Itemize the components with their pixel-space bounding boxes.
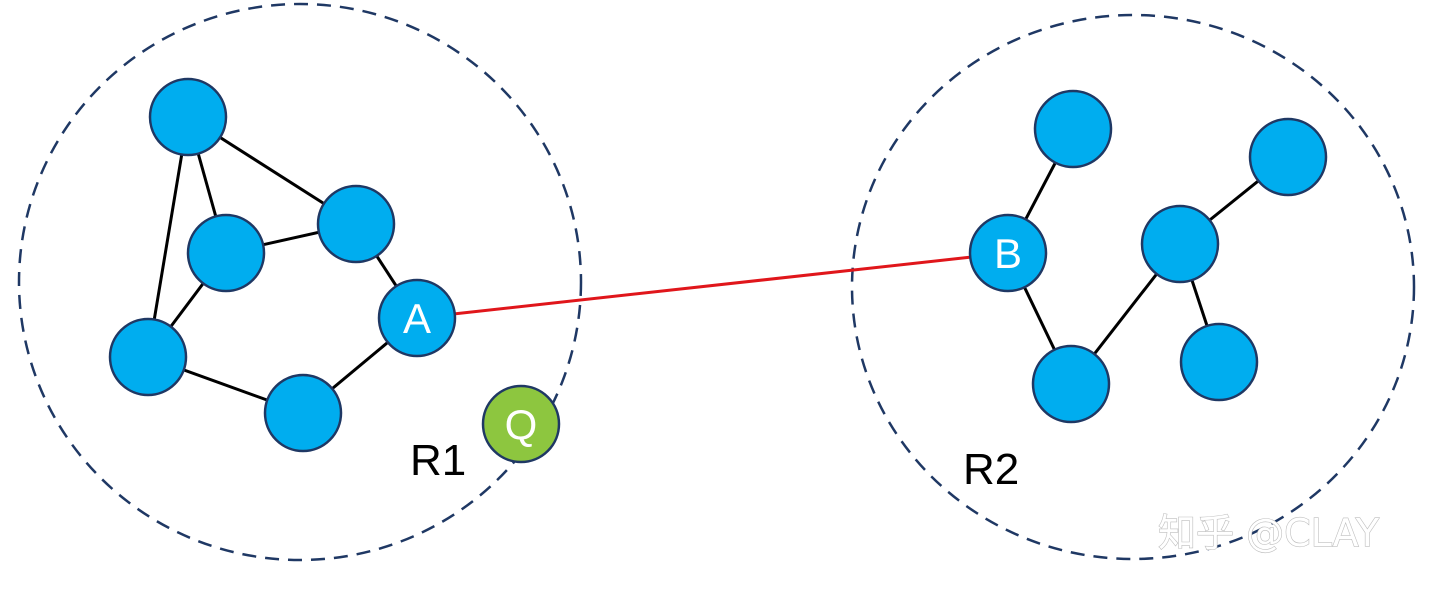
- node-n3-circle: [316, 184, 396, 264]
- node-m2: [1248, 117, 1328, 197]
- node-m4: [1140, 204, 1220, 284]
- node-q: Q: [481, 384, 561, 464]
- node-n1: [148, 77, 228, 157]
- node-m5: [1179, 322, 1259, 402]
- edges-layer: [146, 115, 1289, 415]
- node-n4-circle: [108, 317, 188, 397]
- regions-layer: [17, 2, 1416, 562]
- bridge-edge-a-b: [416, 251, 1009, 320]
- region-r2-boundary: [850, 13, 1416, 561]
- node-m5-circle: [1179, 322, 1259, 402]
- node-a-circle: [377, 278, 457, 358]
- node-n2: [186, 213, 266, 293]
- node-m3-circle: [1031, 344, 1111, 424]
- node-a: A: [377, 278, 457, 358]
- node-b: B: [968, 213, 1048, 293]
- nodes-layer: A Q B: [108, 77, 1328, 464]
- region-r1-label: R1: [410, 436, 466, 485]
- node-b-circle: [968, 213, 1048, 293]
- region-labels-layer: R1 R2: [410, 436, 1019, 494]
- watermark-text: 知乎 @CLAY: [1158, 511, 1380, 555]
- region-r1-boundary: [17, 2, 583, 562]
- edge-n1-n4: [146, 116, 190, 358]
- node-q-circle: [481, 384, 561, 464]
- node-m3: [1031, 344, 1111, 424]
- node-n2-circle: [186, 213, 266, 293]
- region-r2-label: R2: [963, 445, 1019, 494]
- node-q-label: Q: [505, 401, 538, 448]
- node-m1: [1033, 89, 1113, 169]
- node-n3: [316, 184, 396, 264]
- node-m1-circle: [1033, 89, 1113, 169]
- node-n5: [263, 373, 343, 453]
- node-m2-circle: [1248, 117, 1328, 197]
- node-b-label: B: [994, 230, 1022, 277]
- node-n4: [108, 317, 188, 397]
- node-n5-circle: [263, 373, 343, 453]
- node-a-label: A: [403, 295, 431, 342]
- node-n1-circle: [148, 77, 228, 157]
- bridge-layer: [416, 251, 1009, 320]
- node-m4-circle: [1140, 204, 1220, 284]
